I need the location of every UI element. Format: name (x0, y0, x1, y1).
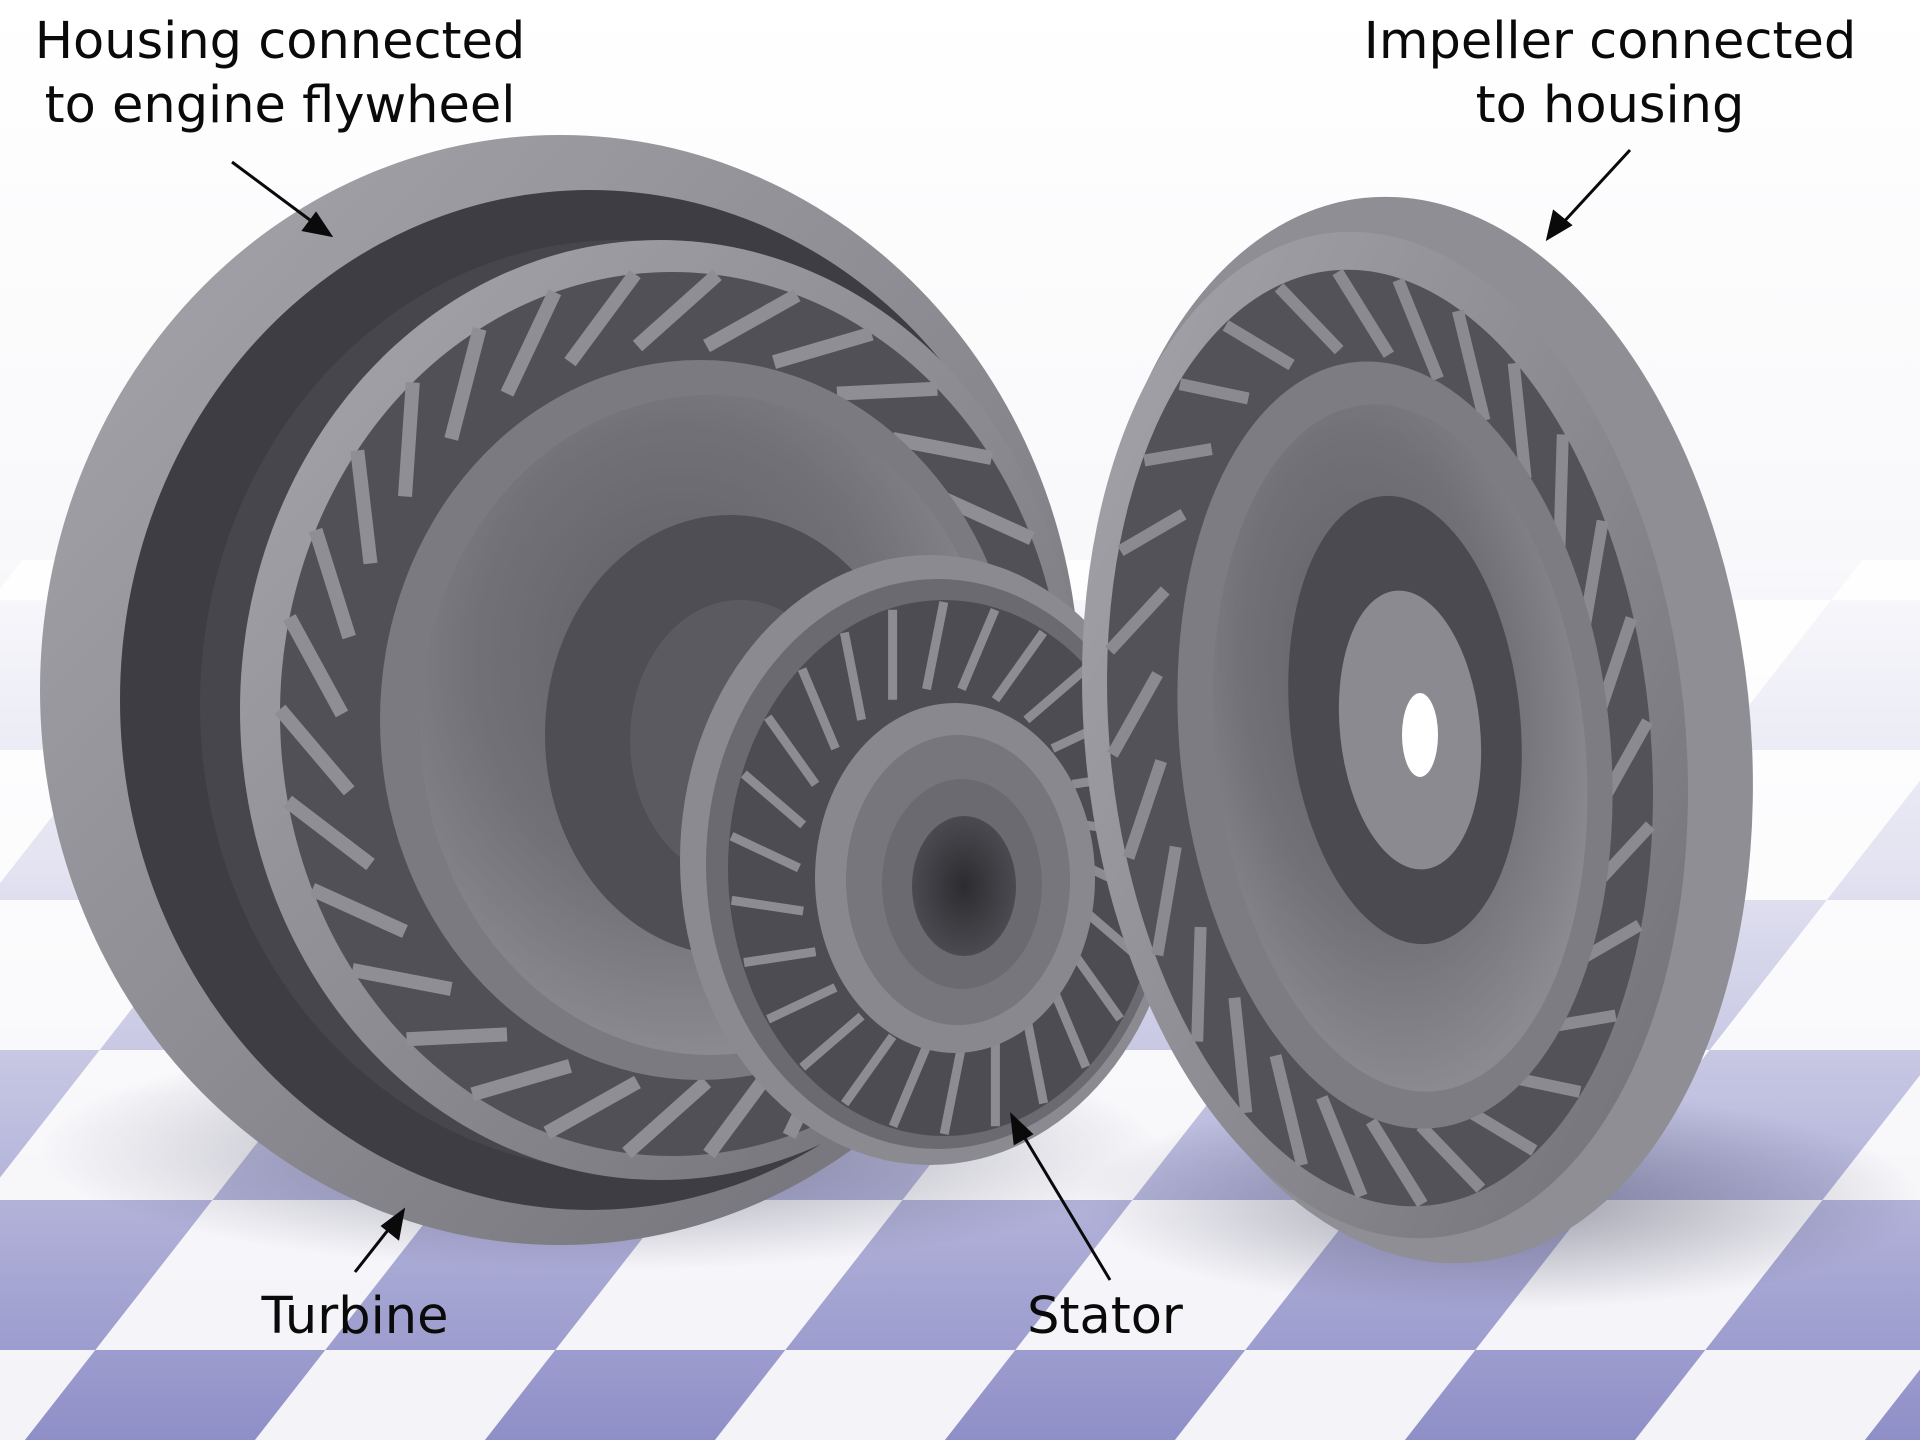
stator-blade (799, 1012, 865, 1071)
impeller-blade (1553, 434, 1569, 550)
impeller-blade (1151, 845, 1182, 957)
impeller-blade (1416, 1121, 1486, 1193)
turbine-blade (836, 381, 938, 401)
stator-blade (766, 983, 838, 1024)
turbine-blade (622, 1076, 712, 1159)
stator-blade (839, 631, 867, 721)
stator-blade (888, 1044, 931, 1129)
impeller-label-line1: Impeller connected (1363, 12, 1857, 71)
impeller-blade (1143, 443, 1213, 467)
housing-label: Housing connected to engine flywheel (10, 10, 550, 138)
stator-blade (797, 667, 840, 751)
turbine-blade (891, 432, 993, 465)
stator-blade (991, 629, 1047, 703)
impeller-blade (1507, 362, 1532, 479)
turbine-label: Turbine (261, 1287, 449, 1346)
stator-blade (939, 1045, 966, 1135)
impeller-blade (1269, 1054, 1308, 1167)
turbine-blade (564, 269, 641, 367)
stator-blade (740, 770, 807, 829)
turbine-blade (444, 327, 487, 441)
stator-label: Stator (1027, 1287, 1183, 1346)
impeller-blade (1178, 378, 1250, 405)
stator-blade (1023, 665, 1089, 724)
stator-blade (1048, 985, 1091, 1069)
stator (680, 555, 1180, 1165)
impeller-blade (1366, 1118, 1428, 1208)
turbine-blade (274, 704, 355, 796)
impeller-blade (1332, 268, 1394, 358)
turbine-blade (632, 269, 722, 352)
impeller-blade (1117, 509, 1187, 556)
stator-blade (1021, 1015, 1049, 1105)
turbine-blade (308, 527, 356, 640)
stator-blade (729, 832, 801, 873)
turbine-blade (406, 1027, 508, 1047)
turbine-blade (500, 289, 562, 397)
impeller-blade (1105, 586, 1170, 655)
turbine-blade (543, 1075, 641, 1140)
turbine-blade (283, 614, 349, 718)
stator-blade (1068, 949, 1124, 1022)
turbine-blade (350, 449, 378, 565)
impeller-blade (1228, 997, 1253, 1114)
impeller (1082, 196, 1753, 1264)
stator-blade (957, 607, 1000, 692)
turbine-blade (283, 795, 375, 871)
impeller-label: Impeller connected to housing (1340, 10, 1880, 138)
impeller-blade (1191, 926, 1207, 1042)
turbine-blade (470, 1059, 572, 1102)
stator-blade (743, 947, 817, 967)
impeller-blade (1452, 309, 1491, 422)
housing-label-line2: to engine flywheel (44, 76, 516, 135)
turbine-blade (703, 288, 801, 353)
turbine-blade (351, 963, 453, 996)
impeller-blade (1465, 1105, 1538, 1156)
turbine-blade (772, 326, 874, 369)
impeller-blade (1122, 759, 1167, 860)
impeller-label-line2: to housing (1475, 76, 1745, 135)
housing-label-line1: Housing connected (34, 12, 526, 71)
stator-blade (841, 1033, 897, 1107)
impeller-blade (1392, 277, 1444, 381)
impeller-blade (1222, 320, 1295, 371)
turbine-blade (309, 883, 408, 938)
stator-blade (764, 714, 820, 787)
stator-blade (922, 601, 949, 691)
stator-blade (730, 895, 804, 916)
turbine-blade (398, 381, 420, 497)
impeller-blade (1316, 1095, 1368, 1199)
impeller-blade (1107, 671, 1163, 758)
leader-arrows (231, 148, 1632, 1281)
impeller-blade (1274, 283, 1344, 355)
